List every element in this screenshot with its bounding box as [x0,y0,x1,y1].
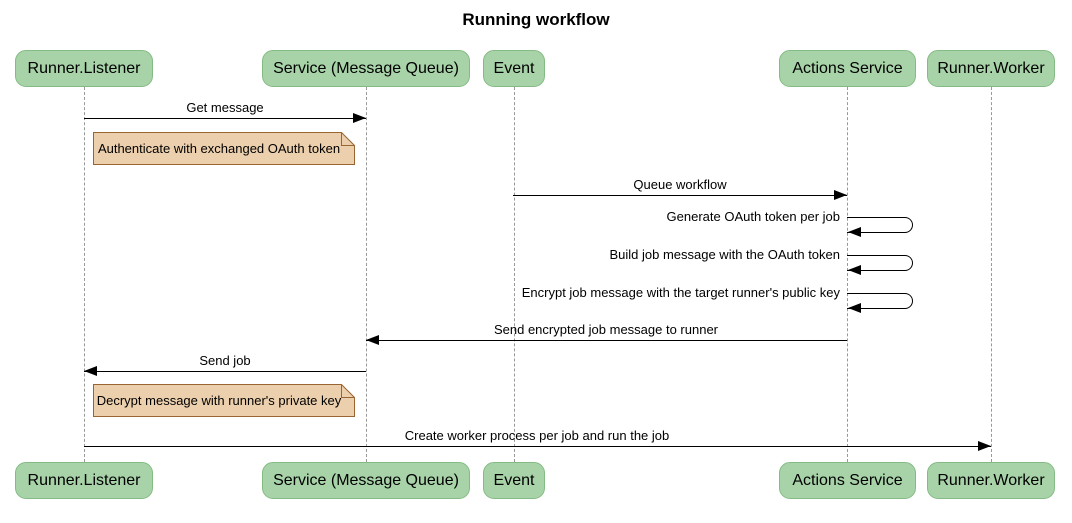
actor-runner-listener-bottom: Runner.Listener [15,462,153,499]
actor-label: Service (Message Queue) [273,59,459,77]
actor-label: Runner.Worker [937,59,1045,77]
actor-service-top: Service (Message Queue) [262,50,470,87]
arrowhead-icon [84,366,97,376]
actor-label: Actions Service [792,59,903,77]
actor-actions-service-top: Actions Service [779,50,916,87]
message-line-send-encrypted [366,340,847,341]
message-line-queue-workflow [513,195,847,196]
actor-actions-service-bottom: Actions Service [779,462,916,499]
arrowhead-icon [978,441,991,451]
note-authenticate: Authenticate with exchanged OAuth token [93,132,355,165]
actor-runner-worker-bottom: Runner.Worker [927,462,1055,499]
actor-event-bottom: Event [483,462,545,499]
actor-label: Event [493,59,535,77]
message-label-get-message: Get message [186,100,264,115]
message-line-get-message [84,118,366,119]
actor-label: Runner.Listener [27,59,141,77]
self-loop-generate-token [847,217,913,233]
lifeline-runner-listener [84,87,85,462]
self-loop-build-job-message [847,255,913,271]
actor-event-top: Event [483,50,545,87]
message-label-build-job-message: Build job message with the OAuth token [609,247,840,262]
lifeline-runner-worker [991,87,992,462]
note-shape-icon [93,132,355,165]
actor-runner-listener-top: Runner.Listener [15,50,153,87]
arrowhead-icon [848,265,861,275]
actor-label: Event [493,471,535,489]
arrowhead-icon [353,113,366,123]
note-decrypt: Decrypt message with runner's private ke… [93,384,355,417]
message-line-send-job [84,371,366,372]
note-label: Authenticate with exchanged OAuth token [97,141,341,156]
actor-label: Runner.Worker [937,471,1045,489]
message-label-send-job: Send job [199,353,251,368]
arrowhead-icon [848,227,861,237]
message-label-create-worker: Create worker process per job and run th… [404,428,670,443]
message-label-encrypt-job-message: Encrypt job message with the target runn… [521,285,840,300]
arrowhead-icon [834,190,847,200]
note-label: Decrypt message with runner's private ke… [96,393,342,408]
message-label-send-encrypted: Send encrypted job message to runner [493,322,719,337]
actor-label: Runner.Listener [27,471,141,489]
note-shape-icon [93,384,355,417]
arrowhead-icon [366,335,379,345]
self-loop-encrypt-job-message [847,293,913,309]
arrowhead-icon [848,303,861,313]
message-line-create-worker [84,446,991,447]
actor-label: Service (Message Queue) [273,471,459,489]
actor-label: Actions Service [792,471,903,489]
message-label-generate-token: Generate OAuth token per job [666,209,840,224]
message-label-queue-workflow: Queue workflow [633,177,727,192]
actor-service-bottom: Service (Message Queue) [262,462,470,499]
diagram-title: Running workflow [462,10,610,29]
lifeline-actions-service [847,87,848,462]
lifeline-service [366,87,367,462]
lifeline-event [514,87,515,462]
actor-runner-worker-top: Runner.Worker [927,50,1055,87]
